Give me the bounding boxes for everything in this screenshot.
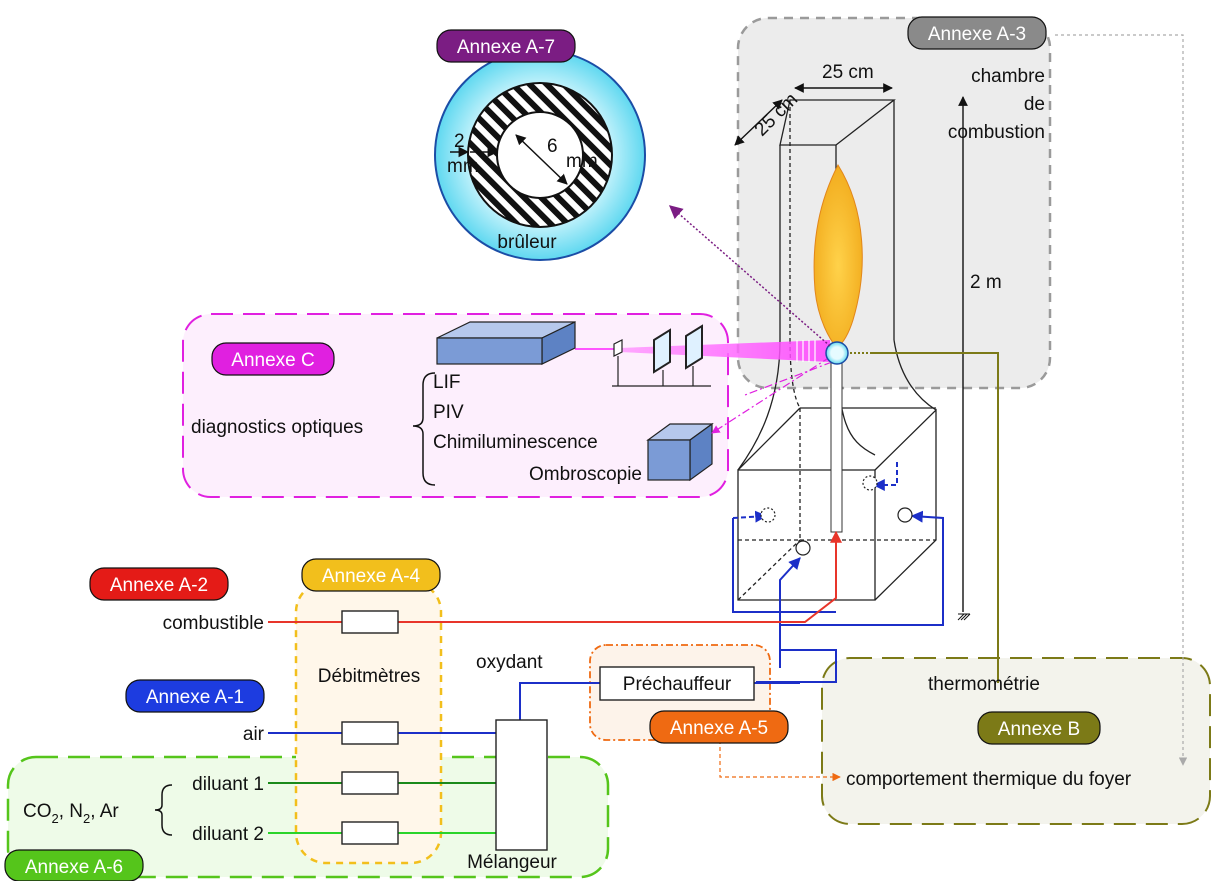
badge-annexe-a3[interactable]: Annexe A-3 [907,16,1047,50]
fuel-label: combustible [163,613,264,634]
flowmeters [341,610,399,845]
optics-item-chemiluminescence: Chimiluminescence [433,432,598,453]
badge-annexe-b-label: Annexe B [998,719,1080,740]
preheater-label: Préchauffeur [623,674,732,695]
fuel-line [268,530,842,623]
diluant1-label: diluant 1 [192,774,264,795]
badge-annexe-a3-label: Annexe A-3 [928,24,1026,45]
badge-annexe-a1[interactable]: Annexe A-1 [125,679,265,713]
chamber-height-label: 2 m [970,272,1002,293]
burner-label: brûleur [497,232,557,253]
preheater-box [599,666,755,701]
flowmeter-fuel [341,610,399,634]
burner-zoom-marker [825,341,849,365]
depth-dimension-arrow [734,99,783,146]
burner-dim-mm-left: mm [447,156,479,177]
badge-annexe-a5[interactable]: Annexe A-5 [649,710,789,744]
badge-annexe-a2[interactable]: Annexe A-2 [89,567,229,601]
thermometry-line [870,352,999,683]
badge-annexe-c[interactable]: Annexe C [211,342,335,376]
badge-annexe-a5-label: Annexe A-5 [670,718,768,739]
flowmeter-diluant2 [341,821,399,845]
laser-beam [620,340,830,362]
thermometry-label: thermométrie [928,674,1040,695]
laser-box [436,321,576,365]
badge-annexe-a6-label: Annexe A-6 [25,857,123,878]
chamber-title-line2: de [1024,94,1045,115]
ground-hatch-icon [957,613,971,621]
burner-6mm-arrow [515,134,568,185]
air-injection-lines [732,462,944,683]
optics-brace [412,372,436,486]
burner-detail: 2 mm 6 mm brûleur [434,49,646,261]
badge-annexe-a2-label: Annexe A-2 [110,575,208,596]
badge-annexe-a1-label: Annexe A-1 [146,687,244,708]
oxidant-line [519,682,600,720]
preheater-to-thermal-link [719,740,841,782]
chamber-title-line3: combustion [948,122,1045,143]
flowmeter-air [341,721,399,745]
chamber-to-thermal-link [1055,34,1188,766]
burner-dim-6: 6 [547,136,558,157]
burner-zoom-link [668,205,831,347]
diluent-brace [154,784,173,836]
mixer-label: Mélangeur [467,852,557,873]
mixer-box [495,719,548,851]
laser-system [436,321,833,482]
badge-annexe-a4[interactable]: Annexe A-4 [301,558,441,592]
flowmeter-diluant1 [341,771,399,795]
badge-annexe-b[interactable]: Annexe B [977,711,1101,745]
air-label: air [243,724,265,745]
badge-annexe-a6[interactable]: Annexe A-6 [4,849,144,881]
camera-box [646,422,714,482]
chamber-width-label: 25 cm [822,62,874,83]
burner-tube [830,361,843,533]
optics-item-lif: LIF [433,372,460,393]
badge-annexe-a7[interactable]: Annexe A-7 [436,29,576,63]
diluent-species: CO2, N2, Ar [23,801,119,826]
optics-item-piv: PIV [433,402,464,423]
optics-title: diagnostics optiques [191,417,363,438]
badge-annexe-a4-label: Annexe A-4 [322,566,421,587]
optics-item-shadowgraphy: Ombroscopie [529,464,642,485]
optical-bench [612,324,711,387]
burner-dim-2: 2 [454,131,465,152]
chamber-title-line1: chambre [971,66,1045,87]
badge-annexe-a7-label: Annexe A-7 [457,37,555,58]
thermal-behaviour-label: comportement thermique du foyer [846,769,1132,790]
badge-annexe-c-label: Annexe C [231,350,314,371]
oxidant-label: oxydant [476,652,543,673]
burner-dim-mm-right: mm [566,151,598,172]
diluant2-label: diluant 2 [192,824,264,845]
flowmeters-label: Débitmètres [318,666,420,687]
